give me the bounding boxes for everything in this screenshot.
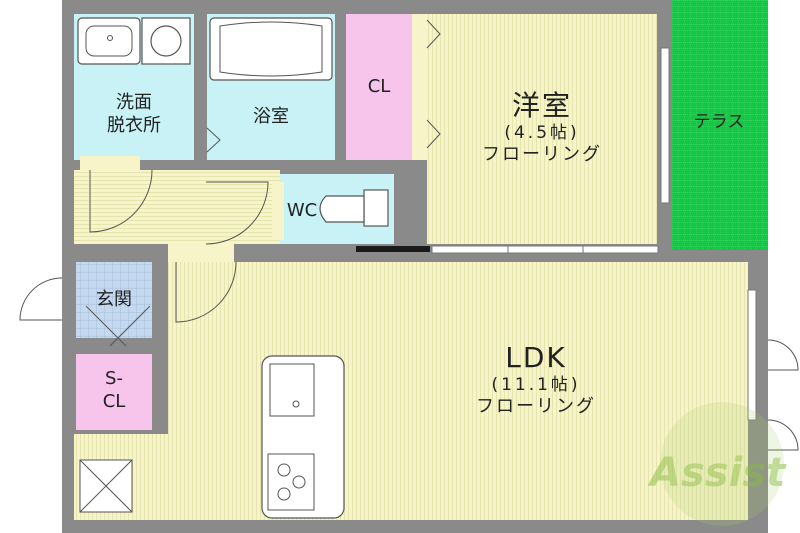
toilet — [363, 189, 389, 227]
entrance-room — [76, 262, 152, 338]
sc-closet-line1: S- — [105, 368, 123, 389]
bath-label: 浴室 — [253, 106, 289, 127]
washing-machine — [141, 17, 191, 65]
sliding-door — [431, 245, 659, 254]
wc-label: WC — [286, 200, 318, 221]
logo-text: Assist — [647, 450, 787, 496]
western-room-area: (4.5帖) — [504, 123, 580, 143]
entrance-label: 玄関 — [96, 289, 132, 310]
closet-door-strip — [412, 14, 427, 160]
kitchen-sink — [269, 363, 315, 417]
ldk-area: (11.1帖) — [491, 375, 581, 395]
western-room-label: 洋室 (4.5帖) フローリング — [442, 88, 642, 167]
western-room-name: 洋室 — [511, 89, 572, 122]
window-western — [660, 47, 670, 204]
closet-label: CL — [367, 76, 391, 97]
wc-door-gap — [272, 182, 284, 240]
sc-closet-line2: CL — [102, 390, 126, 412]
terrace — [672, 0, 768, 250]
sliding-door-dark — [356, 246, 430, 252]
washroom-label: 洗面 脱衣所 — [94, 92, 174, 137]
sc-closet-label: S- CL — [84, 368, 144, 413]
washroom-label-line1: 洗面 — [116, 92, 152, 113]
hall-ldk-opening — [168, 244, 234, 262]
terrace-label: テラス — [693, 112, 745, 132]
closet-room — [346, 14, 412, 160]
logo-mark: Assist — [647, 402, 787, 526]
hallway — [74, 170, 280, 244]
ldk-floor: フローリング — [476, 396, 596, 418]
western-room — [427, 14, 657, 244]
door-swings — [19, 19, 799, 451]
western-room-floor: フローリング — [482, 144, 602, 166]
sc-closet-room — [76, 354, 152, 430]
washroom-door-gap — [80, 156, 140, 172]
ldk-name: LDK — [505, 341, 567, 374]
ldk-label: LDK (11.1帖) フローリング — [436, 340, 636, 419]
stove — [267, 453, 315, 511]
washroom-label-line2: 脱衣所 — [107, 114, 161, 136]
window-ldk — [747, 289, 757, 421]
